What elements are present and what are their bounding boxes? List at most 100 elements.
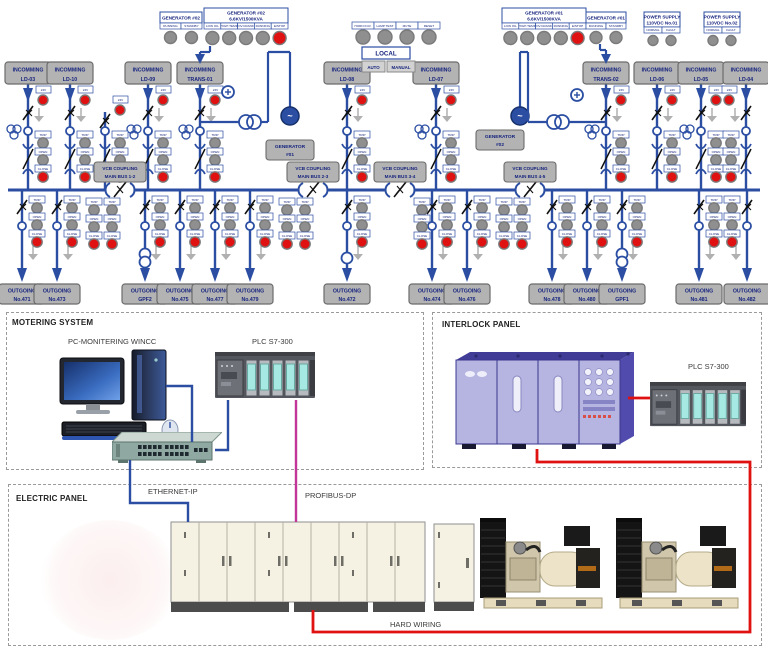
svg-text:No.473: No.473 bbox=[48, 297, 65, 303]
svg-text:TRIP: TRIP bbox=[617, 133, 624, 137]
svg-text:No.478: No.478 bbox=[543, 297, 560, 303]
svg-text:OUTGOING: OUTGOING bbox=[166, 289, 194, 295]
svg-text:TRIP: TRIP bbox=[727, 133, 734, 137]
svg-text:POWER SUPPLY: POWER SUPPLY bbox=[644, 15, 681, 20]
svg-text:CLOSE: CLOSE bbox=[499, 234, 510, 238]
svg-text:OPEN: OPEN bbox=[668, 150, 677, 154]
svg-text:VCB COUPLING: VCB COUPLING bbox=[102, 166, 138, 171]
svg-text:TRANS-01: TRANS-01 bbox=[187, 77, 212, 83]
svg-text:CLOSE: CLOSE bbox=[711, 167, 722, 171]
svg-text:VCB COUPLING: VCB COUPLING bbox=[512, 166, 548, 171]
svg-text:CLOSE: CLOSE bbox=[89, 234, 100, 238]
interlock-plc-illustration bbox=[650, 382, 746, 427]
diesel-genset-1 bbox=[480, 518, 603, 609]
svg-text:GENERATOR: GENERATOR bbox=[485, 134, 516, 140]
manual-button[interactable]: MANUAL bbox=[386, 60, 416, 73]
svg-text:CLOSE: CLOSE bbox=[67, 232, 78, 236]
svg-text:CLOSE: CLOSE bbox=[300, 234, 311, 238]
svg-text:No.474: No.474 bbox=[423, 297, 440, 303]
svg-text:No.479: No.479 bbox=[241, 297, 258, 303]
svg-text:INCOMMING: INCOMMING bbox=[731, 68, 762, 74]
svg-text:TRIP: TRIP bbox=[478, 198, 485, 202]
generator-branch-#01: ~GENERATOR#01 bbox=[200, 50, 315, 161]
svg-text:MAIN BUS 4-5: MAIN BUS 4-5 bbox=[515, 174, 546, 179]
svg-text:TRIP: TRIP bbox=[226, 198, 233, 202]
svg-text:TRIP: TRIP bbox=[418, 200, 425, 204]
svg-text:NORMAL: NORMAL bbox=[646, 28, 660, 32]
svg-text:LD-07: LD-07 bbox=[429, 77, 444, 83]
svg-text:24V: 24V bbox=[83, 88, 89, 92]
svg-text:INCOMMING: INCOMMING bbox=[591, 68, 622, 74]
svg-text:NORMAL: NORMAL bbox=[706, 28, 720, 32]
svg-text:CLOSE: CLOSE bbox=[32, 232, 43, 236]
svg-text:HIGH TEMP: HIGH TEMP bbox=[519, 24, 536, 28]
svg-text:24V: 24V bbox=[360, 88, 366, 92]
svg-text:OPEN: OPEN bbox=[39, 150, 48, 154]
svg-text:OPEN: OPEN bbox=[191, 215, 200, 219]
svg-text:No.471: No.471 bbox=[13, 297, 30, 303]
hard-wiring-label: HARD WIRING bbox=[388, 620, 444, 629]
svg-text:CLOSE: CLOSE bbox=[225, 232, 236, 236]
svg-text:No.477: No.477 bbox=[206, 297, 223, 303]
interlock-cabinet-illustration bbox=[455, 352, 634, 449]
svg-text:TRIP: TRIP bbox=[443, 198, 450, 202]
svg-text:RUNNING: RUNNING bbox=[589, 24, 604, 28]
svg-text:TRIP: TRIP bbox=[712, 133, 719, 137]
metering-system-box bbox=[6, 312, 424, 470]
svg-text:CLOSE: CLOSE bbox=[727, 232, 738, 236]
svg-text:RUNNING: RUNNING bbox=[554, 24, 569, 28]
svg-text:CLOSE: CLOSE bbox=[446, 167, 457, 171]
svg-text:OUTGOING: OUTGOING bbox=[333, 289, 361, 295]
svg-text:OPEN: OPEN bbox=[728, 215, 737, 219]
svg-text:CLOSE: CLOSE bbox=[282, 234, 293, 238]
svg-text:TRIP: TRIP bbox=[301, 200, 308, 204]
svg-text:CLOSE: CLOSE bbox=[260, 232, 271, 236]
svg-text:CLOSE: CLOSE bbox=[632, 232, 643, 236]
svg-text:24V: 24V bbox=[118, 98, 124, 102]
svg-text:OPEN: OPEN bbox=[159, 150, 168, 154]
svg-text:TRIP: TRIP bbox=[710, 198, 717, 202]
svg-text:OV.CRANK: OV.CRANK bbox=[536, 24, 553, 28]
svg-text:OUTGOING: OUTGOING bbox=[608, 289, 636, 295]
svg-text:LD-09: LD-09 bbox=[141, 77, 156, 83]
svg-text:TRIP: TRIP bbox=[358, 198, 365, 202]
svg-text:TRIP: TRIP bbox=[283, 200, 290, 204]
svg-text:24V: 24V bbox=[670, 88, 676, 92]
auto-button[interactable]: AUTO bbox=[361, 60, 386, 73]
svg-text:24V: 24V bbox=[213, 88, 219, 92]
svg-text:OUTGOING: OUTGOING bbox=[131, 289, 159, 295]
svg-text:110VDC No.02: 110VDC No.02 bbox=[707, 21, 738, 26]
svg-text:INCOMMING: INCOMMING bbox=[133, 68, 164, 74]
svg-text:CLOSE: CLOSE bbox=[667, 167, 678, 171]
svg-text:RUNNING: RUNNING bbox=[256, 24, 271, 28]
pc-workstation-illustration bbox=[59, 349, 179, 441]
svg-text:TRIP: TRIP bbox=[39, 133, 46, 137]
svg-text:OPEN: OPEN bbox=[633, 215, 642, 219]
svg-text:OPEN: OPEN bbox=[443, 215, 452, 219]
